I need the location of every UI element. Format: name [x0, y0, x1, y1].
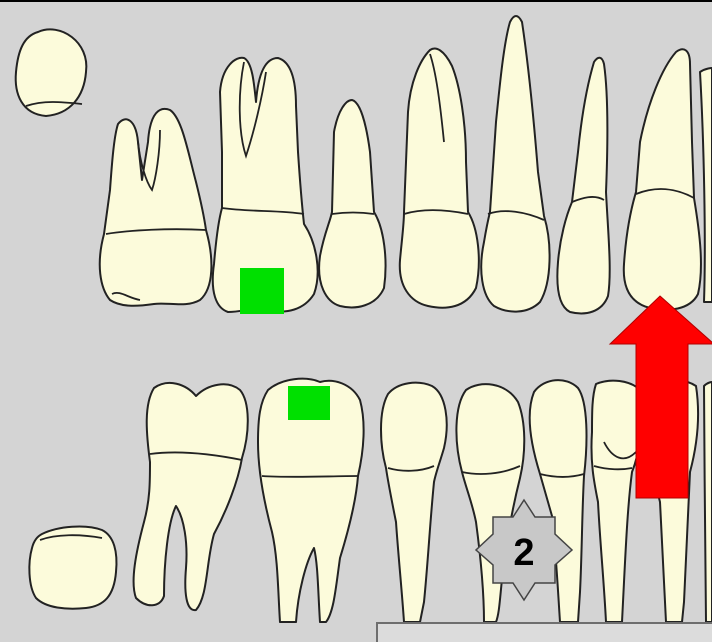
upper-lateral-incisor[interactable]: [557, 58, 609, 314]
lower-second-molar[interactable]: [134, 383, 248, 610]
lower-first-premolar[interactable]: [456, 384, 524, 622]
upper-first-molar-marker[interactable]: [240, 268, 284, 314]
upper-third-molar-crown[interactable]: [16, 29, 87, 116]
upper-canine[interactable]: [481, 16, 549, 312]
upper-second-premolar[interactable]: [319, 100, 385, 307]
lower-first-molar-marker[interactable]: [288, 386, 330, 420]
upper-second-molar[interactable]: [100, 109, 212, 306]
lower-partial-tooth[interactable]: [704, 382, 712, 622]
upper-central-incisor[interactable]: [624, 49, 701, 309]
lower-lateral-incisor[interactable]: [591, 381, 641, 622]
badge-number: 2: [513, 532, 534, 574]
upper-first-premolar[interactable]: [400, 49, 479, 308]
bottom-panel: [376, 622, 712, 642]
lower-canine[interactable]: [530, 380, 587, 622]
lower-second-premolar[interactable]: [381, 383, 447, 622]
lower-third-molar-crown[interactable]: [29, 527, 116, 609]
